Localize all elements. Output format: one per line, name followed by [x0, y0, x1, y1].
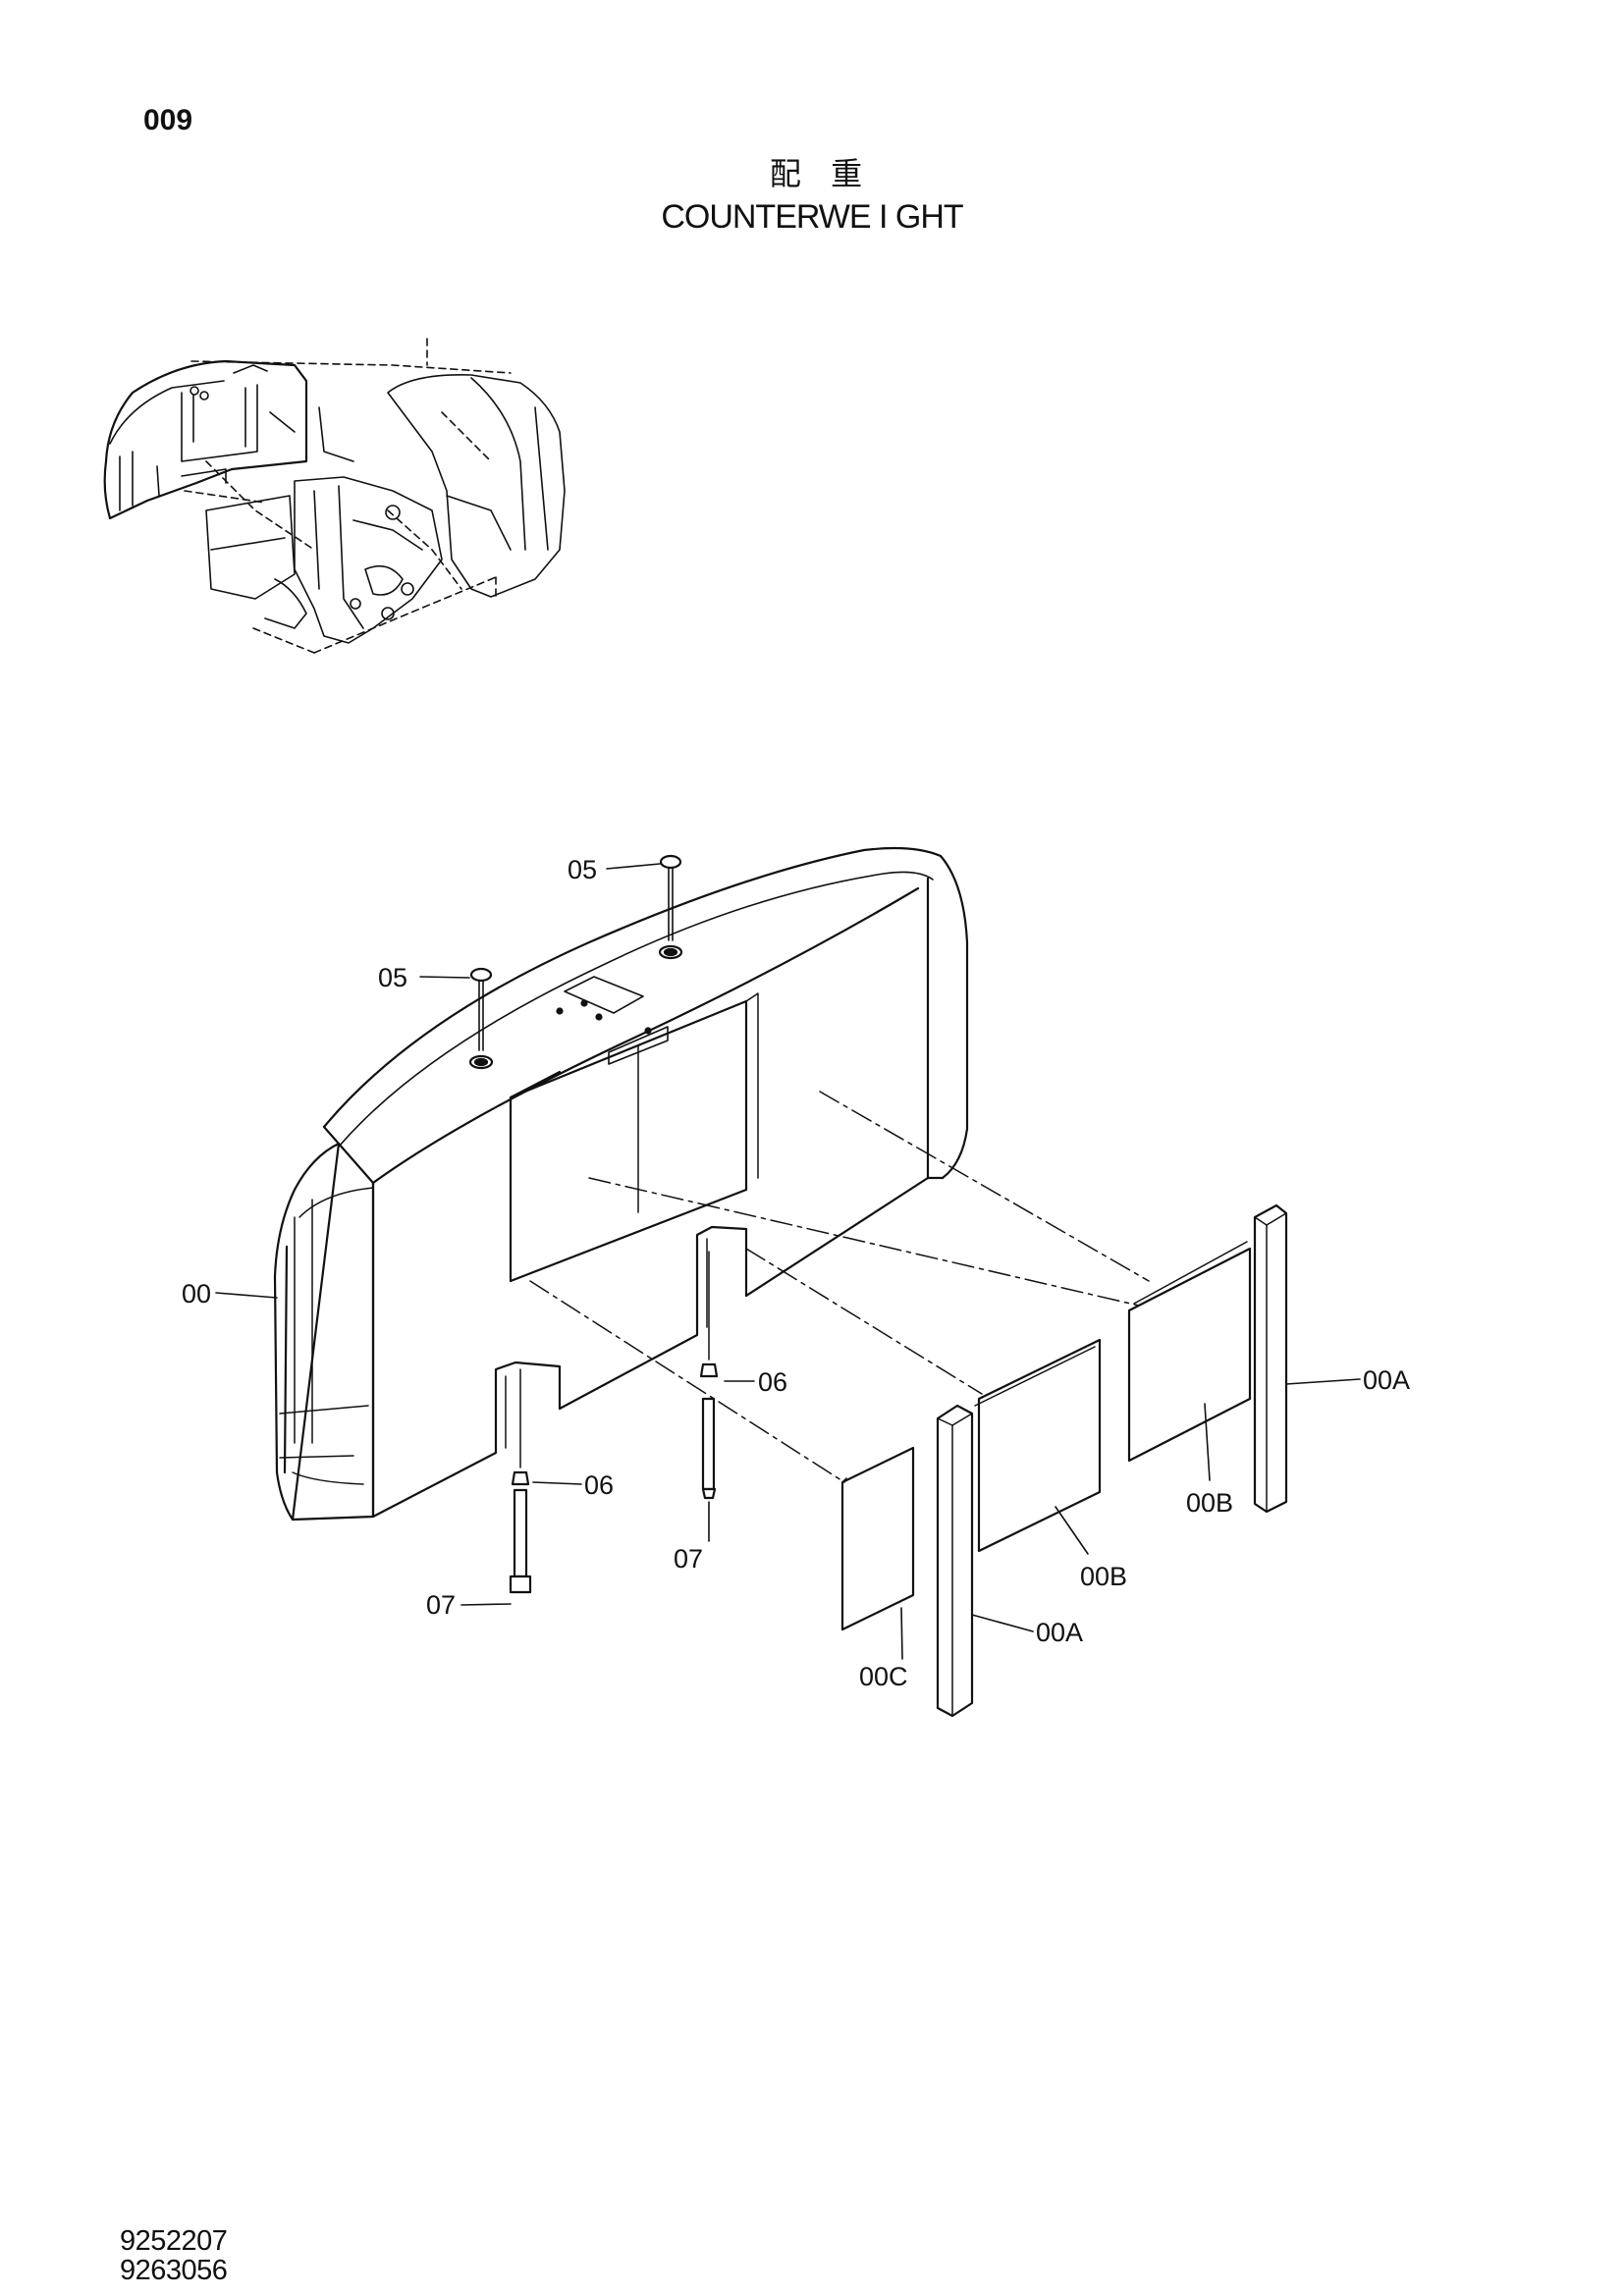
spacer-plates [840, 1203, 1288, 1718]
doc-code-1: 9252207 [120, 2225, 228, 2257]
leader-lines [215, 863, 1361, 1660]
callout-00B-right: 00B [1186, 1488, 1233, 1518]
callout-00A-right: 00A [1363, 1365, 1410, 1395]
title-chinese: 配 重 [769, 155, 873, 192]
doc-code-2: 9263056 [120, 2255, 228, 2286]
callout-06-left: 06 [584, 1470, 614, 1500]
page-number: 009 [143, 104, 193, 136]
title-english: COUNTERWE I GHT [661, 198, 963, 236]
callout-07-right: 07 [674, 1544, 703, 1574]
document-codes: 9252207 9263056 [120, 2225, 228, 2286]
counterweight-body [273, 846, 969, 1522]
callout-00C: 00C [859, 1662, 908, 1691]
callout-06-right: 06 [758, 1367, 787, 1397]
fasteners [469, 854, 719, 1594]
machine-locator-sketch [103, 338, 566, 654]
callout-00B-mid: 00B [1080, 1562, 1127, 1591]
callout-00A-mid: 00A [1036, 1618, 1083, 1647]
callout-05-top: 05 [568, 855, 597, 884]
assembly-lines [529, 1091, 1150, 1483]
callout-07-left: 07 [426, 1590, 456, 1620]
callout-05-left: 05 [378, 963, 407, 992]
callout-00: 00 [182, 1279, 211, 1308]
callout-labels: 05 05 00 06 06 07 07 00A 00B 00B 00A 00C [182, 855, 1410, 1691]
